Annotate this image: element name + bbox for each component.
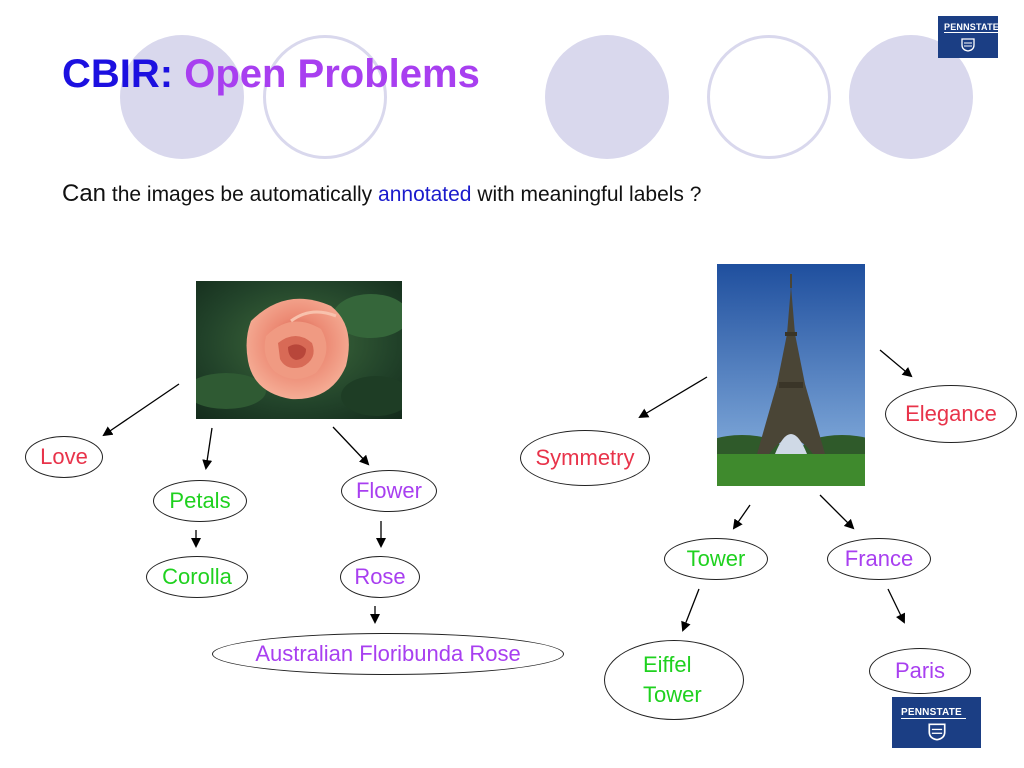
label-flower-text: Flower <box>355 478 422 503</box>
arrow-eiffel-to-tower <box>732 504 751 530</box>
decorative-ring-1 <box>263 35 387 159</box>
label-tower: Tower <box>664 538 768 580</box>
logo-text: PENNSTATE <box>944 22 1003 33</box>
decorative-circle-2 <box>545 35 669 159</box>
label-rose-text: Rose <box>354 564 406 589</box>
label-paris-text: Paris <box>894 658 946 683</box>
eiffel-tower-image <box>717 264 865 486</box>
label-australian-floribunda-rose: Australian Floribunda Rose <box>212 633 564 675</box>
arrow-eiffel-to-france <box>819 494 855 530</box>
arrow-rose-to-petals <box>202 427 213 470</box>
question-highlight: annotated <box>378 183 472 206</box>
label-petals-text: Petals <box>169 488 231 513</box>
label-petals: Petals <box>153 480 247 522</box>
decorative-circle-1 <box>120 35 244 159</box>
question-can: Can <box>62 180 107 207</box>
label-corolla-text: Corolla <box>162 564 232 589</box>
label-flower: Flower <box>341 470 437 512</box>
label-australian-text: Australian Floribunda Rose <box>255 641 521 666</box>
label-paris: Paris <box>869 648 971 694</box>
label-symmetry-text: Symmetry <box>535 445 635 470</box>
label-france: France <box>827 538 931 580</box>
label-elegance-text: Elegance <box>905 401 997 426</box>
arrow-eiffel-to-symmetry <box>638 376 708 419</box>
label-elegance: Elegance <box>885 385 1017 443</box>
label-tower-text: Tower <box>686 546 746 571</box>
question-text: Can the images be automatically annotate… <box>62 180 701 208</box>
label-love: Love <box>25 436 103 478</box>
question-pre: the images be automatically <box>111 183 373 206</box>
label-love-text: Love <box>40 444 88 469</box>
rose-image <box>196 281 402 419</box>
pennstate-logo-top: PENNSTATE <box>938 16 1003 58</box>
pennstate-logo-bottom: PENNSTATE <box>892 697 981 748</box>
arrow-rose-to-flower <box>332 426 370 466</box>
arrow-france-to-paris <box>887 588 906 624</box>
page-title: CBIR: Open Problems <box>62 52 480 97</box>
logo-text-bottom: PENNSTATE <box>901 707 966 719</box>
label-france-text: France <box>844 546 914 571</box>
arrow-rose-to-love <box>102 383 180 437</box>
title-prefix: CBIR: <box>62 52 174 96</box>
decorative-ring-2 <box>707 35 831 159</box>
shield-icon <box>961 38 975 52</box>
label-eiffel-line1: Eiffel <box>643 652 692 677</box>
title-main: Open Problems <box>184 52 480 96</box>
label-rose: Rose <box>340 556 420 598</box>
label-symmetry: Symmetry <box>520 430 650 486</box>
arrow-eiffel-to-elegance <box>879 349 913 378</box>
shield-icon <box>928 723 946 741</box>
question-post: with meaningful labels ? <box>477 183 702 206</box>
label-corolla: Corolla <box>146 556 248 598</box>
arrow-tower-to-eiffel <box>681 588 700 632</box>
label-eiffel-tower: Eiffel Tower <box>604 640 744 720</box>
label-eiffel-line2: Tower <box>643 682 702 707</box>
